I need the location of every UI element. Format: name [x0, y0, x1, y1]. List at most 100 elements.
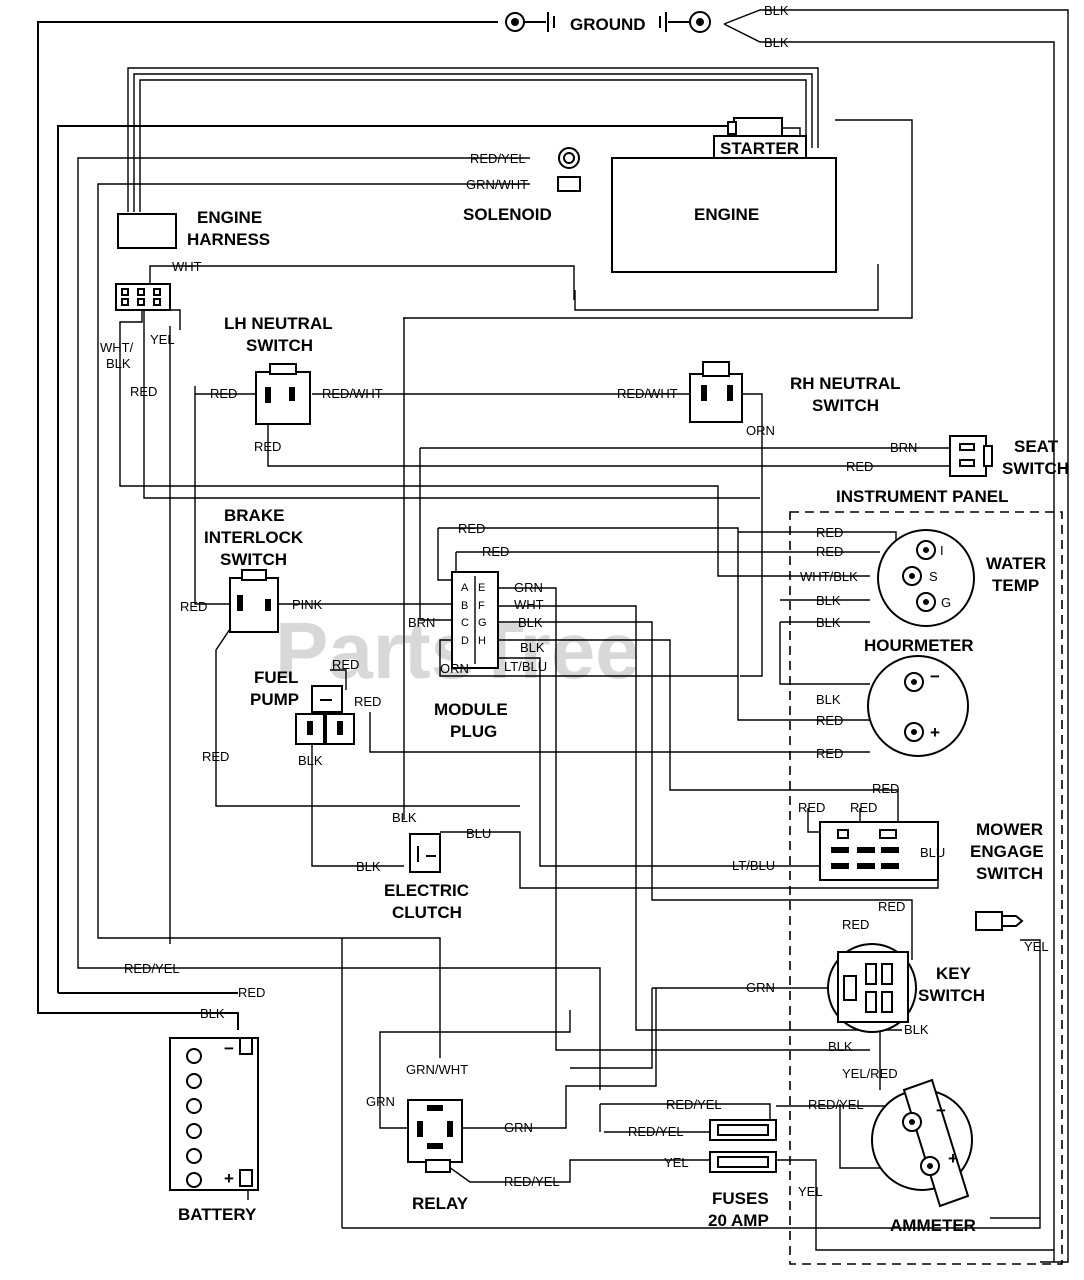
wire-label: YEL [664, 1155, 689, 1170]
wire-label: RED [816, 746, 843, 761]
wire-label: RED [254, 439, 281, 454]
water-temp-label-1: WATER [986, 554, 1046, 573]
wire-label: BLK [392, 810, 417, 825]
ammeter [871, 1078, 973, 1208]
pin-d: D [461, 635, 469, 647]
water-temp-label-2: TEMP [992, 576, 1039, 595]
wire-labels: BLK BLK RED/YEL GRN/WHT WHT YEL WHT/ BLK… [100, 3, 1049, 1199]
wt-terminal-g: G [941, 595, 951, 610]
engine-label: ENGINE [694, 205, 759, 224]
wire-label: RED [842, 917, 869, 932]
wire-label: BLK [200, 1006, 225, 1021]
wire-label: GRN [514, 580, 543, 595]
wire-label: RED [482, 544, 509, 559]
ammeter-label: AMMETER [890, 1216, 976, 1235]
pin-g: G [478, 617, 487, 629]
wire-label: BRN [890, 440, 917, 455]
wt-terminal-i: I [940, 543, 944, 558]
pin-c: C [461, 617, 469, 629]
wire-label: RED [816, 544, 843, 559]
wire-label: YEL [150, 332, 175, 347]
hm-terminal-minus: − [930, 667, 940, 686]
wire-label: WHT [514, 597, 544, 612]
wire-label: ORN [746, 423, 775, 438]
wire-label: BLK [520, 640, 545, 655]
wire-label: RED [872, 781, 899, 796]
wire-label: RED/YEL [808, 1097, 864, 1112]
rh-neutral-label-1: RH NEUTRAL [790, 374, 901, 393]
wire-label: GRN/WHT [466, 177, 528, 192]
batt-terminal-plus: + [224, 1169, 234, 1188]
wire-label: RED/WHT [617, 386, 678, 401]
wire-label: RED [798, 800, 825, 815]
module-plug-label-2: PLUG [450, 722, 497, 741]
ground-symbol [505, 11, 711, 33]
wire-label: RED [180, 599, 207, 614]
relay-label: RELAY [412, 1194, 469, 1213]
terminal-labels: I S G − + − + − + A B C D E F G H [224, 543, 958, 1188]
wire-label: BLK [106, 356, 131, 371]
wire-label: GRN/WHT [406, 1062, 468, 1077]
relay [407, 1099, 463, 1173]
wire-label: WHT/ [100, 340, 134, 355]
water-temp-gauge [877, 529, 975, 627]
rh-neutral-label-2: SWITCH [812, 396, 879, 415]
wire-label: BLK [764, 3, 789, 18]
wire-label: LT/BLU [504, 659, 547, 674]
hourmeter [867, 655, 969, 757]
wire-label: RED [850, 800, 877, 815]
solenoid-terminals [557, 147, 581, 192]
hm-terminal-plus: + [930, 723, 940, 742]
instrument-panel-label: INSTRUMENT PANEL [836, 487, 1009, 506]
mower-engage-label-1: MOWER [976, 820, 1043, 839]
fuses-label-1: FUSES [712, 1189, 769, 1208]
key-switch-label-2: SWITCH [918, 986, 985, 1005]
engine-box [611, 157, 837, 273]
wire-label: BLK [816, 615, 841, 630]
key-switch [827, 943, 917, 1033]
mower-engage-switch [819, 821, 939, 881]
mower-engage-label-3: SWITCH [976, 864, 1043, 883]
seat-switch-label-1: SEAT [1014, 437, 1059, 456]
wt-terminal-s: S [929, 569, 938, 584]
fuses-label-2: 20 AMP [708, 1211, 769, 1230]
seat-switch-label-2: SWITCH [1002, 459, 1069, 478]
mower-engage-label-2: ENGAGE [970, 842, 1044, 861]
wire-label: WHT [172, 259, 202, 274]
wire-label: PINK [292, 597, 323, 612]
lh-neutral-label-1: LH NEUTRAL [224, 314, 333, 333]
pin-e: E [478, 582, 485, 594]
wire-label: BLK [904, 1022, 929, 1037]
batt-terminal-minus: − [224, 1039, 234, 1058]
rh-neutral-switch [689, 361, 743, 423]
wire-label: BLU [466, 826, 491, 841]
electric-clutch [409, 833, 441, 873]
wire-label: RED [816, 525, 843, 540]
yel-connector [975, 911, 1024, 931]
fuel-pump-label-2: PUMP [250, 690, 299, 709]
brake-label-2: INTERLOCK [204, 528, 304, 547]
instrument-panel-box [789, 511, 1063, 1265]
fuel-pump [295, 685, 355, 745]
amm-terminal-plus: + [948, 1149, 958, 1168]
brake-label-1: BRAKE [224, 506, 284, 525]
wire-label: BLK [828, 1039, 853, 1054]
fuses [709, 1119, 777, 1173]
wire-label: RED [238, 985, 265, 1000]
wire-label: GRN [366, 1094, 395, 1109]
pin-a: A [461, 582, 469, 594]
engine-harness-label-1: ENGINE [197, 208, 262, 227]
wire-label: RED [458, 521, 485, 536]
wire-label: RED/WHT [322, 386, 383, 401]
wire-label: RED [354, 694, 381, 709]
wire-label: BLK [518, 615, 543, 630]
starter [713, 117, 807, 159]
wire-label: RED [202, 749, 229, 764]
wire-label: RED/YEL [124, 961, 180, 976]
wire-label: BLK [298, 753, 323, 768]
wire-label: BLU [920, 845, 945, 860]
wire-label: RED [878, 899, 905, 914]
solenoid-label: SOLENOID [463, 205, 552, 224]
wires [37, 9, 1069, 1263]
